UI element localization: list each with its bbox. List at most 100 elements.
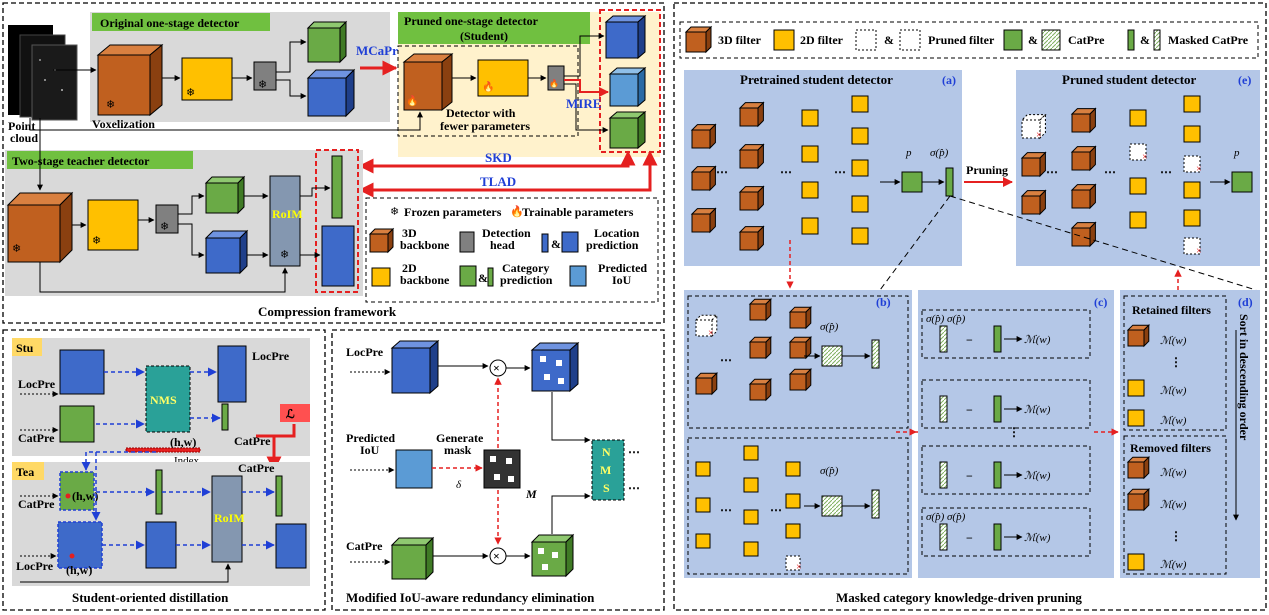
- point-cloud-image: [8, 25, 78, 121]
- mire-label: MIRE: [566, 96, 601, 111]
- svg-text:ℳ(w): ℳ(w): [1160, 415, 1187, 427]
- sub-b: (b): [876, 295, 891, 309]
- vdots-text: ⋮: [1008, 425, 1020, 439]
- b-sigma-bot: σ(p̂): [820, 465, 839, 477]
- snowflake-icon: ❄: [160, 221, 169, 233]
- pruned-2d-filter: ×: [785, 555, 802, 573]
- legend-catpre: CatPre: [1068, 33, 1105, 47]
- iou-box: [331, 329, 665, 611]
- pruned-catpre: [1231, 171, 1253, 193]
- svg-text:×: ×: [708, 328, 714, 339]
- skd-loss-sym: ℒ: [286, 407, 295, 421]
- iou-masked-catpre: [530, 533, 575, 578]
- student-locpre: [604, 14, 647, 60]
- iou-catpre-cube: [390, 536, 435, 581]
- filter-2d: [1129, 109, 1147, 127]
- filter-2d: [851, 127, 869, 145]
- svg-text:ℳ(w): ℳ(w): [1024, 470, 1051, 482]
- b-masked-catpre-bot: [821, 495, 843, 517]
- teacher-3d-backbone: [6, 191, 74, 264]
- orig-catpre: [306, 20, 348, 64]
- mcapr-label: MCaPr: [356, 43, 398, 58]
- amp-text: &: [551, 237, 561, 251]
- legend-pruned-2d-icon: [899, 29, 921, 51]
- iou-nms-m: M: [600, 463, 611, 477]
- filter-3d: [788, 367, 813, 392]
- pretrained-catpre-bar: [945, 167, 954, 197]
- pruned-student-title: Pruned student detector: [1062, 72, 1197, 87]
- tea-label: Tea: [16, 465, 34, 479]
- teacher-catpre-out: [331, 155, 343, 219]
- filter-3d: [1070, 145, 1097, 172]
- filter-2d: [1183, 181, 1201, 199]
- tea-catpre-out: [275, 475, 283, 517]
- compression-framework-title: Compression framework: [258, 304, 397, 319]
- filter-3d: [738, 143, 765, 170]
- filter-2d: [1129, 177, 1147, 195]
- iou-masked-locpre: [530, 341, 580, 393]
- filter-3d: [1126, 323, 1151, 348]
- svg-text:−: −: [966, 531, 973, 545]
- b-masked-catpre-top: [821, 345, 843, 367]
- flame-icon: 🔥: [549, 78, 559, 88]
- original-title-bg: [92, 13, 270, 31]
- modified-iou-title: Modified IoU-aware redundancy eliminatio…: [346, 590, 595, 605]
- snowflake-icon: ❄: [106, 99, 115, 111]
- orig-locpre: [306, 68, 356, 118]
- legend-catpre-bar-icon: [1127, 29, 1135, 51]
- filter-2d: [1129, 211, 1147, 229]
- filter-2d: [801, 217, 819, 235]
- voxelization-label: Voxelization: [92, 117, 155, 131]
- filter-3d: [788, 305, 813, 330]
- hw-label-mid: (h,w): [72, 489, 98, 503]
- svg-text:ℳ(w): ℳ(w): [1160, 467, 1187, 479]
- filter-3d: [738, 101, 765, 128]
- filter-3d: [738, 185, 765, 212]
- tea-catpre-out-label: CatPre: [238, 461, 275, 475]
- filter-2d: [743, 541, 759, 557]
- filter-3d: [690, 207, 717, 234]
- teacher-2d-backbone: [87, 199, 139, 251]
- snowflake-icon: ❄: [258, 79, 267, 91]
- teacher-title-bg: [7, 151, 193, 169]
- filter-3d: [748, 377, 773, 402]
- roim-label: RoIM: [272, 207, 303, 221]
- svg-text:σ(p̂) σ(p̂): σ(p̂) σ(p̂): [926, 511, 966, 523]
- b-sigma-top: σ(p̂): [820, 321, 839, 333]
- filter-2d: [785, 523, 801, 539]
- distillation-box: [2, 329, 326, 611]
- iou-catpre-text: CatPre: [346, 539, 383, 553]
- svg-text:ℳ(w): ℳ(w): [1024, 532, 1051, 544]
- svg-text:−: −: [966, 403, 973, 417]
- snowflake-icon: ❄: [390, 206, 399, 218]
- pruned-3d-filter: ×: [1020, 113, 1047, 141]
- filter-2d: [743, 509, 759, 525]
- stu-nms-block: [145, 365, 191, 433]
- tea-locpre-out: [275, 523, 307, 569]
- teacher-detection-head: [155, 204, 179, 234]
- student-iou: [608, 66, 647, 108]
- svg-text:⋯: ⋯: [1046, 165, 1058, 179]
- svg-text:⋯: ⋯: [720, 353, 732, 367]
- tea-locpre-mid: [145, 521, 177, 569]
- filter-2d: [801, 145, 819, 163]
- sub-e: (e): [1238, 73, 1251, 87]
- filter-2d: [1183, 95, 1201, 113]
- b-masked-bar-bot: [871, 489, 880, 519]
- legend-3d-filter-icon: [684, 25, 713, 54]
- stu-nms-label: NMS: [150, 393, 177, 407]
- svg-text:⋯: ⋯: [1104, 165, 1116, 179]
- filter-2d: [1183, 125, 1201, 143]
- amp-text: &: [1028, 33, 1038, 47]
- removed-filters-label: Removed filters: [1130, 441, 1211, 455]
- tlad-label: TLAD: [480, 174, 516, 189]
- d-filter-item: ℳ(w): [1126, 487, 1187, 512]
- filter-2d: [695, 461, 711, 477]
- svg-text:×: ×: [796, 562, 802, 573]
- pretrained-title: Pretrained student detector: [740, 72, 893, 87]
- index-strip: [125, 447, 201, 453]
